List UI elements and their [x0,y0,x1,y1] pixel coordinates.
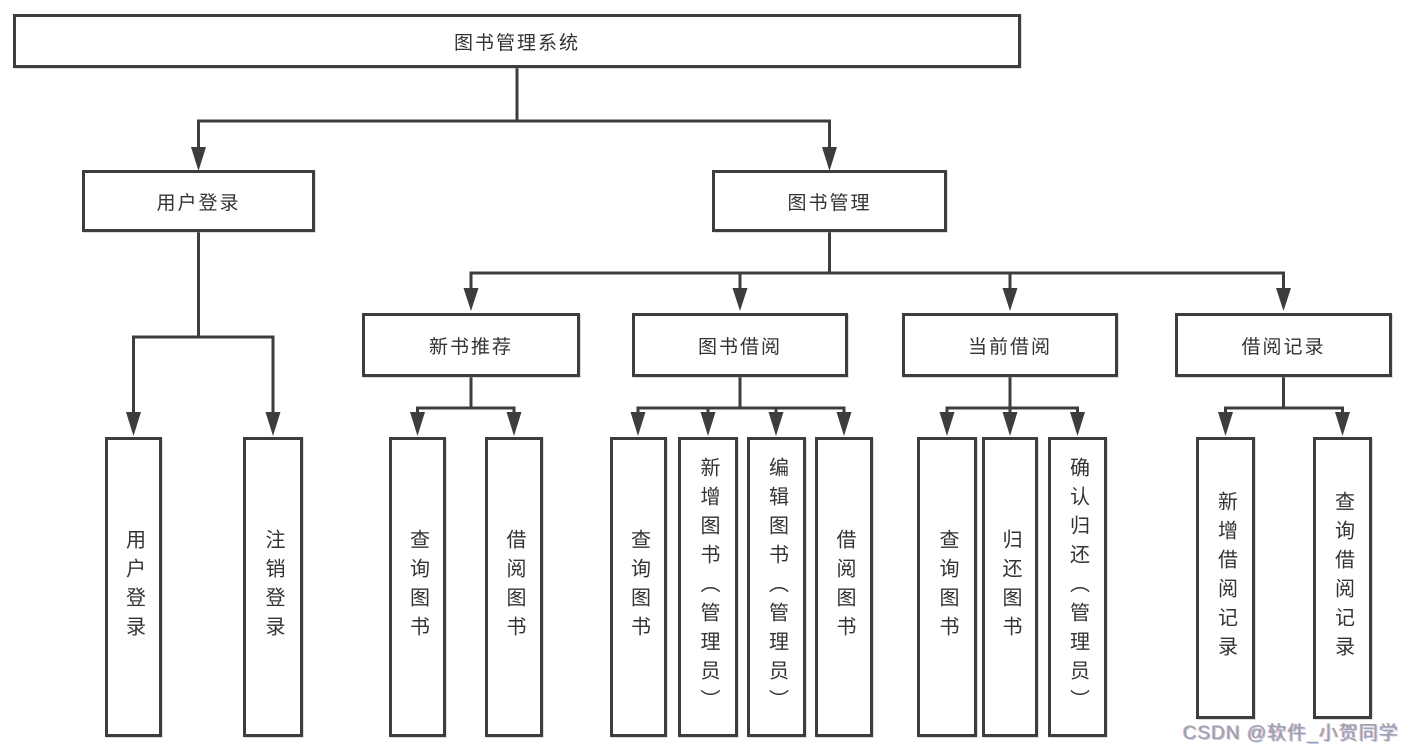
node-label: 编辑图书（管理员） [765,456,788,718]
connector-new-book-children [410,375,522,436]
connector-borrow-records-children [1218,375,1350,436]
leaf-add-books-admin: 新增图书（管理员） [678,437,738,737]
node-label: 图书借阅 [697,336,782,358]
node-new-book-recommendation: 新书推荐 [362,313,580,377]
leaf-query-books-recommend: 查询图书 [389,437,446,737]
node-label: 新增借阅记录 [1214,491,1237,665]
leaf-borrow-books-borrowing: 借阅图书 [815,437,873,737]
leaf-user-login: 用户登录 [105,437,162,737]
node-label: 借阅记录 [1241,336,1326,358]
connector-user-login-children [126,230,281,436]
node-label: 图书管理系统 [453,32,580,54]
watermark-text: CSDN @软件_小贺同学 [1183,723,1399,744]
node-label: 查询图书 [627,529,650,645]
node-label: 新增图书（管理员） [697,456,719,718]
leaf-return-books: 归还图书 [982,437,1038,737]
node-label: 借阅图书 [503,529,525,645]
node-label: 查询借阅记录 [1331,491,1354,665]
node-book-management: 图书管理 [712,170,947,232]
node-label: 用户登录 [122,529,145,645]
node-library-system: 图书管理系统 [13,14,1021,68]
leaf-query-books-current: 查询图书 [917,437,977,737]
node-current-borrowing: 当前借阅 [902,313,1118,377]
node-label: 查询图书 [936,529,958,645]
node-label: 图书管理 [787,192,872,214]
connector-book-management-children [463,230,1291,311]
node-label: 新书推荐 [428,336,513,358]
node-book-borrowing: 图书借阅 [632,313,848,377]
node-label: 归还图书 [999,529,1021,645]
leaf-logout: 注销登录 [243,437,303,737]
connector-book-borrowing-children [630,375,852,436]
node-label: 查询图书 [406,529,429,645]
leaf-query-books-borrowing: 查询图书 [610,437,667,737]
node-label: 确认归还（管理员） [1066,456,1089,718]
leaf-query-borrow-record: 查询借阅记录 [1313,437,1372,719]
leaf-edit-books-admin: 编辑图书（管理员） [747,437,806,737]
node-borrow-records: 借阅记录 [1175,313,1392,377]
leaf-borrow-books-recommend: 借阅图书 [485,437,543,737]
connector-current-borrowing-children [939,375,1085,436]
node-label: 用户登录 [156,192,241,214]
leaf-confirm-return-admin: 确认归还（管理员） [1048,437,1107,737]
node-user-login: 用户登录 [82,170,315,232]
node-label: 当前借阅 [967,336,1052,358]
node-label: 注销登录 [262,529,284,645]
node-label: 借阅图书 [833,529,855,645]
leaf-add-borrow-record: 新增借阅记录 [1196,437,1255,719]
connector-root-to-level2 [191,66,837,171]
